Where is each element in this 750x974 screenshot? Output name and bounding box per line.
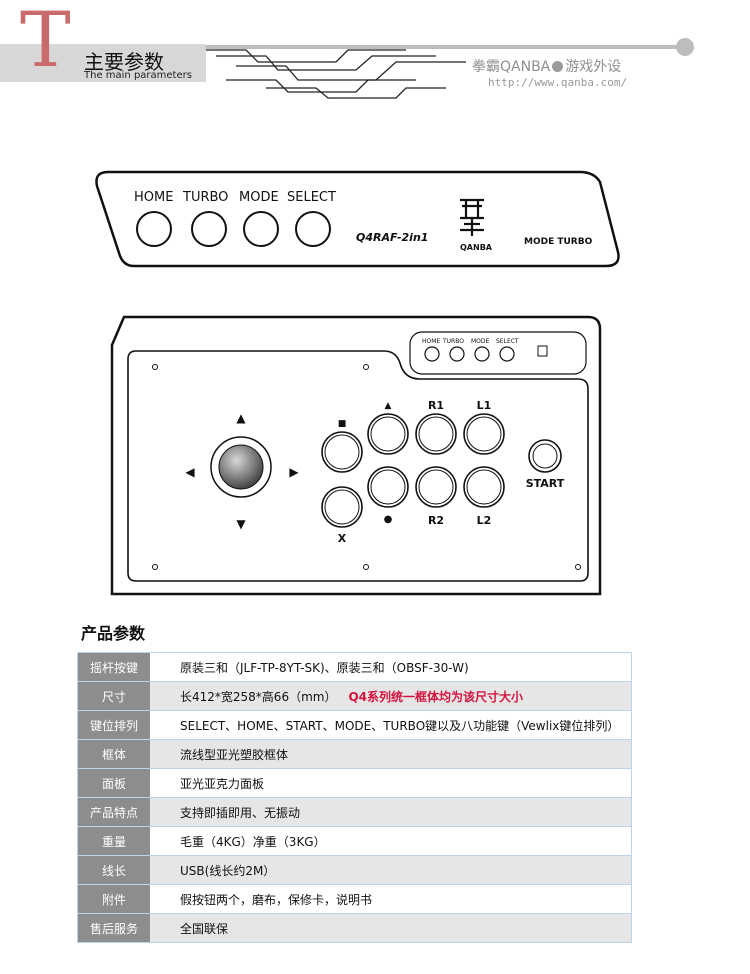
action-button-l2	[463, 466, 505, 508]
param-value: 原装三和（JLF-TP-8YT-SK)、原装三和（OBSF-30-W)	[150, 652, 632, 682]
label-square: ■	[338, 419, 347, 429]
stick-mini-logo-icon	[537, 345, 548, 357]
brand-line: 拳霸QANBA 游戏外设	[472, 56, 621, 76]
params-table: 摇杆按键 原装三和（JLF-TP-8YT-SK)、原装三和（OBSF-30-W)…	[77, 652, 632, 943]
param-key: 售后服务	[77, 913, 150, 943]
param-key: 产品特点	[77, 797, 150, 827]
param-value: SELECT、HOME、START、MODE、TURBO键以及八功能键（Vewl…	[150, 710, 632, 740]
table-row: 键位排列 SELECT、HOME、START、MODE、TURBO键以及八功能键…	[77, 710, 632, 740]
param-value: 假按钮两个，磨布，保修卡，说明书	[150, 884, 632, 914]
param-key: 键位排列	[77, 710, 150, 740]
table-row: 面板 亚光亚克力面板	[77, 768, 632, 798]
label-r1: R1	[428, 399, 444, 412]
label-l1: L1	[477, 399, 492, 412]
panel-turbo-button	[191, 211, 227, 247]
param-key: 尺寸	[77, 681, 150, 711]
stick-top-plate	[127, 350, 589, 582]
joystick-ball	[218, 444, 264, 490]
arrow-up-icon: ▲	[236, 411, 246, 425]
table-row: 摇杆按键 原装三和（JLF-TP-8YT-SK)、原装三和（OBSF-30-W)	[77, 652, 632, 682]
brand-url[interactable]: http://www.qanba.com/	[488, 76, 628, 89]
param-value: USB(线长约2M）	[150, 855, 632, 885]
param-key: 附件	[77, 884, 150, 914]
param-value: 支持即插即用、无振动	[150, 797, 632, 827]
table-row: 售后服务 全国联保	[77, 913, 632, 943]
label-circle: ●	[384, 514, 393, 525]
table-row: 线长 USB(线长约2M）	[77, 855, 632, 885]
brand-left: 拳霸QANBA	[472, 59, 551, 75]
panel-mode-turbo-text: MODE TURBO	[524, 237, 593, 247]
label-x: X	[338, 532, 347, 545]
stick-mini-label-mode: MODE	[471, 338, 490, 345]
table-row: 框体 流线型亚光塑胶框体	[77, 739, 632, 769]
param-key: 面板	[77, 768, 150, 798]
action-button-r2	[415, 466, 457, 508]
param-value: 全国联保	[150, 913, 632, 943]
panel-label-mode: MODE	[239, 190, 279, 205]
stick-mini-label-select: SELECT	[496, 338, 519, 345]
brand-dot-icon	[552, 61, 564, 72]
param-value: 亚光亚克力面板	[150, 768, 632, 798]
action-button-r1	[415, 413, 457, 455]
param-key: 摇杆按键	[77, 652, 150, 682]
label-start: START	[526, 477, 565, 490]
action-button-triangle	[367, 413, 409, 455]
arrow-right-icon: ▶	[289, 465, 299, 479]
table-row: 重量 毛重（4KG）净重（3KG）	[77, 826, 632, 856]
param-key: 线长	[77, 855, 150, 885]
page-title: 主要参数	[84, 50, 164, 74]
table-row: 附件 假按钮两个，磨布，保修卡，说明书	[77, 884, 632, 914]
stick-mini-label-turbo: TURBO	[442, 338, 464, 345]
param-value: 毛重（4KG）净重（3KG）	[150, 826, 632, 856]
param-key: 重量	[77, 826, 150, 856]
param-key: 框体	[77, 739, 150, 769]
panel-model-text: Q4RAF-2in1	[356, 231, 428, 244]
qanba-logo-icon	[460, 198, 484, 236]
panel-home-button	[136, 211, 172, 247]
start-button	[528, 439, 562, 473]
panel-label-turbo: TURBO	[182, 190, 228, 205]
page-subtitle: The main parameters	[84, 70, 192, 81]
header-rule	[206, 45, 684, 49]
panel-label-select: SELECT	[287, 190, 336, 205]
arrow-down-icon: ▼	[236, 517, 246, 531]
table-row: 产品特点 支持即插即用、无振动	[77, 797, 632, 827]
header-band	[0, 44, 206, 82]
label-l2: L2	[477, 514, 492, 527]
header-dot	[676, 38, 694, 56]
action-button-square	[321, 431, 363, 473]
action-button-circle	[367, 466, 409, 508]
panel-mode-button	[243, 211, 279, 247]
action-button-x	[321, 486, 363, 528]
button-panel-drawing: HOME TURBO MODE SELECT Q4RAF-2in1 QANBA …	[95, 170, 620, 268]
action-button-l1	[463, 413, 505, 455]
stick-mini-label-home: HOME	[422, 338, 440, 345]
param-value: 流线型亚光塑胶框体	[150, 739, 632, 769]
brand-right: 游戏外设	[565, 59, 622, 75]
stick-mini-panel	[409, 331, 587, 375]
arrow-left-icon: ◀	[185, 465, 195, 479]
panel-select-button	[295, 211, 331, 247]
table-row: 尺寸 长412*宽258*高66（mm）Q4系列统一框体均为该尺寸大小	[77, 681, 632, 711]
header-letter: T	[20, 0, 71, 84]
param-note: Q4系列统一框体均为该尺寸大小	[348, 689, 524, 704]
panel-label-home: HOME	[134, 190, 173, 205]
label-r2: R2	[428, 514, 444, 527]
label-triangle: ▲	[385, 401, 392, 411]
panel-logo-text: QANBA	[460, 243, 493, 252]
arcade-stick-drawing: HOME TURBO MODE SELECT ▲ ▼ ◀ ▶	[110, 315, 602, 596]
circuit-decoration	[206, 49, 466, 99]
section-title: 产品参数	[81, 624, 146, 643]
param-value: 长412*宽258*高66（mm）Q4系列统一框体均为该尺寸大小	[150, 681, 632, 711]
